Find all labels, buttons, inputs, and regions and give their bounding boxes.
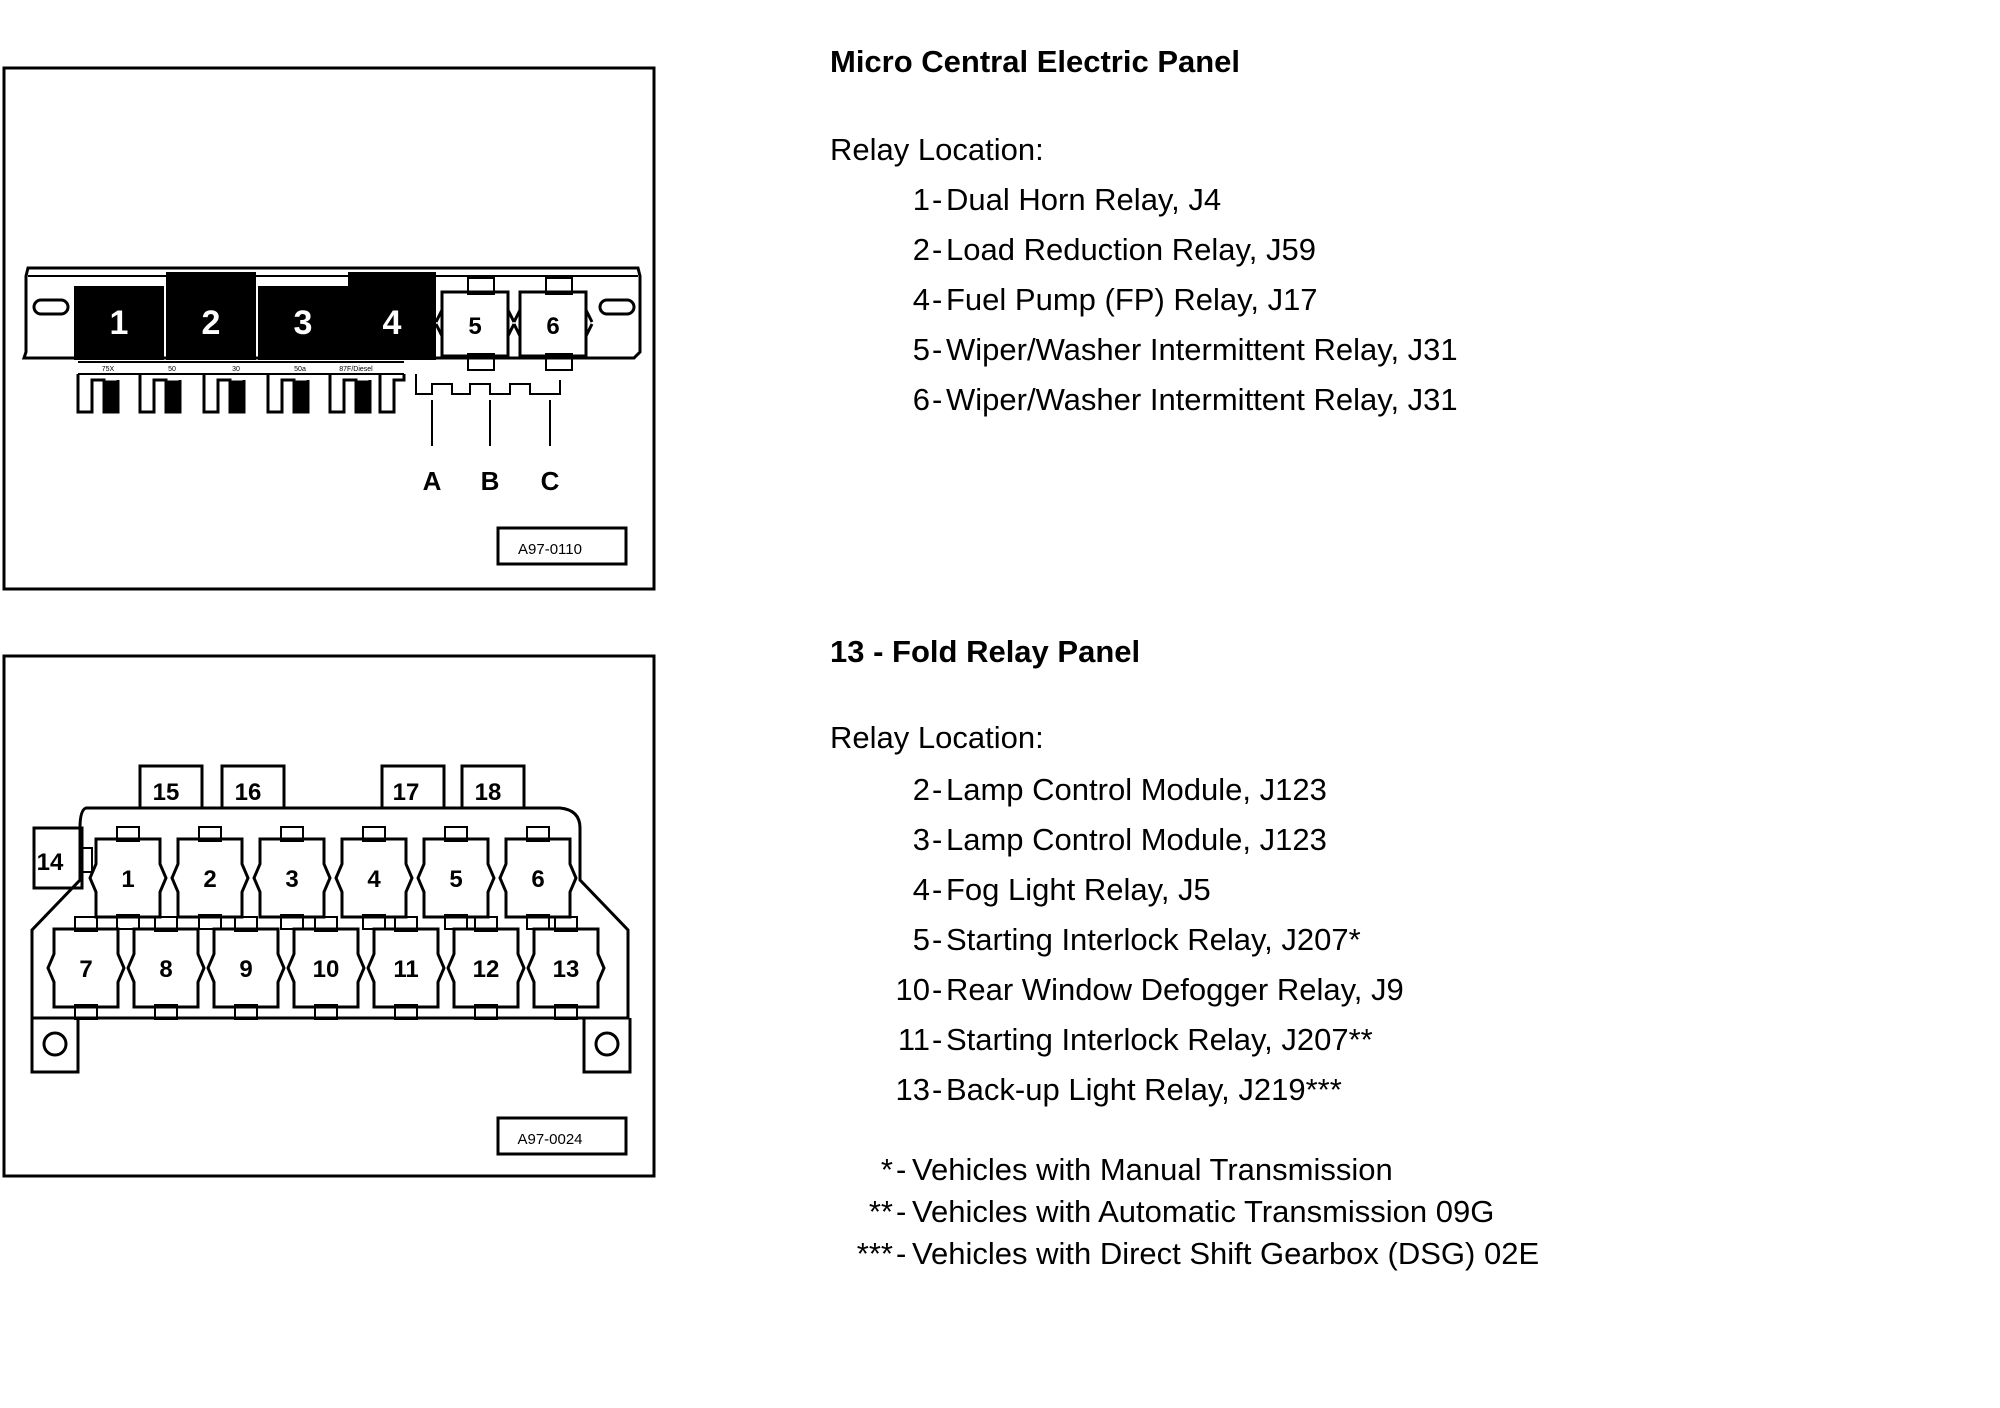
- fold-socket-label-12: 12: [473, 956, 500, 983]
- fold-panel-title: 13 - Fold Relay Panel: [830, 634, 1141, 669]
- relay-number: 1: [912, 182, 930, 217]
- micro-relay-slot-5: [434, 277, 516, 371]
- relay-description: Starting Interlock Relay, J207*: [946, 922, 1361, 957]
- micro-slot-label-3: 3: [294, 304, 313, 342]
- micro-relay-slot-6: [512, 277, 594, 371]
- fold-code-box: [496, 1116, 628, 1156]
- relay-description: Lamp Control Module, J123: [946, 822, 1327, 857]
- relay-description: Wiper/Washer Intermittent Relay, J31: [946, 332, 1458, 367]
- fold-panel-body: [30, 806, 630, 1020]
- relay-number: 4: [912, 282, 930, 317]
- fold-relay-socket-11: [366, 916, 446, 1020]
- relay-number: 2: [912, 772, 930, 807]
- fold-tab-label-16: 16: [235, 779, 262, 806]
- fold-tab-17: [380, 764, 446, 810]
- relay-description: Fog Light Relay, J5: [946, 872, 1211, 907]
- fold-socket-label-9: 9: [239, 956, 252, 983]
- relay-description: Starting Interlock Relay, J207**: [946, 1022, 1373, 1057]
- fold-socket-label-5: 5: [449, 866, 462, 893]
- fold-tab-15: [138, 764, 204, 810]
- footnote-symbol: **: [868, 1194, 893, 1229]
- fuse-label: 50a: [294, 366, 306, 373]
- fold-tab-16: [220, 764, 286, 810]
- fold-panel-diagram: [2, 654, 656, 1178]
- relay-description: Load Reduction Relay, J59: [946, 232, 1316, 267]
- connector-label-c: C: [541, 466, 560, 496]
- fold-socket-label-6: 6: [531, 866, 544, 893]
- footnote-description: Vehicles with Direct Shift Gearbox (DSG)…: [912, 1236, 1540, 1271]
- fold-relay-sockets: [46, 826, 606, 1020]
- fold-tab-label-18: 18: [475, 779, 502, 806]
- fold-panel-subtitle: Relay Location:: [830, 720, 1044, 755]
- fold-socket-label-1: 1: [121, 866, 134, 893]
- fold-socket-label-13: 13: [553, 956, 580, 983]
- fold-tab-label-17: 17: [393, 779, 420, 806]
- micro-slot-label-2: 2: [202, 304, 221, 342]
- fuse-label: 50: [168, 366, 176, 373]
- fold-relay-socket-9: [206, 916, 286, 1020]
- footnote-description: Vehicles with Automatic Transmission 09G: [912, 1194, 1495, 1229]
- relay-number: 11: [897, 1022, 930, 1057]
- relay-number: 10: [895, 972, 930, 1007]
- micro-slot-label-4: 4: [383, 304, 402, 342]
- footnote-symbol: *: [880, 1152, 893, 1187]
- fold-socket-label-4: 4: [367, 866, 381, 893]
- connector-label-b: B: [481, 466, 500, 496]
- micro-fuse-pins: [76, 374, 406, 414]
- relay-description: Fuel Pump (FP) Relay, J17: [946, 282, 1318, 317]
- fold-relay-socket-7: [46, 916, 126, 1020]
- footnote-symbol: ***: [856, 1236, 893, 1271]
- fold-tab-label-15: 15: [153, 779, 180, 806]
- micro-mount-hole-right: [598, 298, 636, 316]
- relay-description: Wiper/Washer Intermittent Relay, J31: [946, 382, 1458, 417]
- fold-side-label-14: 14: [37, 849, 64, 876]
- fold-relay-socket-13: [526, 916, 606, 1020]
- micro-large-relays: [74, 272, 436, 360]
- micro-mount-bar: [21, 266, 642, 360]
- micro-code-box: [496, 526, 628, 566]
- fuse-label: 87F/Diesel: [339, 366, 373, 373]
- micro-relay-slot-1: [74, 286, 164, 360]
- micro-mount-hole-left: [32, 298, 70, 316]
- relay-description: Rear Window Defogger Relay, J9: [946, 972, 1404, 1007]
- relay-number: 4: [912, 872, 930, 907]
- micro-panel-diagram: [2, 66, 656, 591]
- connector-label-a: A: [423, 466, 442, 496]
- fold-socket-label-11: 11: [393, 956, 418, 983]
- relay-number: 5: [912, 922, 930, 957]
- relay-description: Back-up Light Relay, J219***: [946, 1072, 1342, 1107]
- fuse-label: 30: [232, 366, 240, 373]
- relay-number: 13: [895, 1072, 930, 1107]
- relay-number: 3: [912, 822, 930, 857]
- fold-socket-label-3: 3: [285, 866, 298, 893]
- footnote-description: Vehicles with Manual Transmission: [912, 1152, 1393, 1187]
- relay-description: Lamp Control Module, J123: [946, 772, 1327, 807]
- fold-diagram-frame: [2, 654, 656, 1178]
- micro-relay-slot-2: [166, 272, 256, 360]
- relay-description: Dual Horn Relay, J4: [946, 182, 1222, 217]
- relay-number: 5: [912, 332, 930, 367]
- fold-relay-socket-12: [446, 916, 526, 1020]
- micro-relay-slot-4: [348, 272, 436, 360]
- micro-slot-label-1: 1: [110, 304, 129, 342]
- fold-socket-label-2: 2: [203, 866, 216, 893]
- fold-diagram-code: A97-0024: [517, 1131, 582, 1148]
- fold-tab-18: [460, 764, 526, 810]
- fold-socket-label-7: 7: [79, 956, 92, 983]
- relay-number: 6: [912, 382, 930, 417]
- fold-socket-label-8: 8: [159, 956, 172, 983]
- fold-relay-socket-8: [126, 916, 206, 1020]
- fuse-label: 75X: [102, 366, 115, 373]
- micro-panel-title: Micro Central Electric Panel: [830, 44, 1241, 79]
- fold-relay-socket-10: [286, 916, 366, 1020]
- micro-diagram-frame: [2, 66, 656, 591]
- micro-diagram-code: A97-0110: [518, 541, 582, 558]
- fold-socket-label-10: 10: [313, 956, 340, 983]
- micro-relay-slot-3: [258, 286, 348, 360]
- micro-slot-label-5: 5: [468, 313, 481, 340]
- micro-panel-subtitle: Relay Location:: [830, 132, 1044, 167]
- micro-slot-label-6: 6: [546, 313, 559, 340]
- relay-number: 2: [912, 232, 930, 267]
